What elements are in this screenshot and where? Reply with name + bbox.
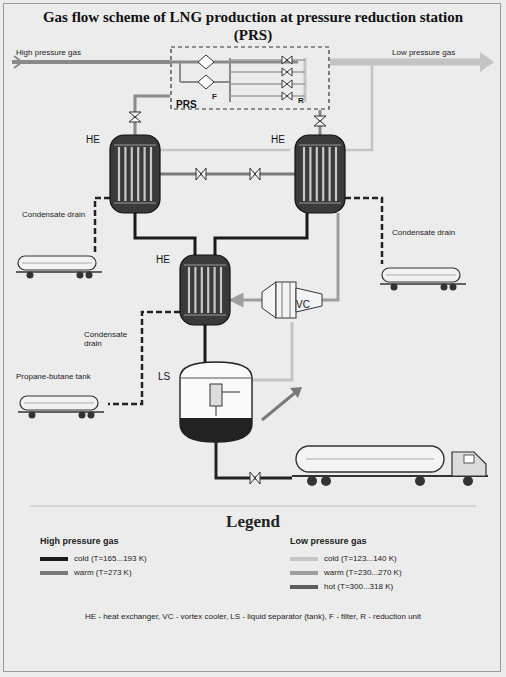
label: High pressure gas — [16, 48, 126, 57]
return-pipe — [345, 62, 372, 150]
pipe-connector — [230, 299, 262, 302]
lng-truck — [292, 446, 488, 486]
legend-row: cold (T=123...140 K) — [290, 554, 397, 563]
label: Condensate drain — [22, 210, 88, 219]
node-label: HE — [156, 254, 170, 265]
node-label: HE — [86, 134, 100, 145]
legend-divider — [30, 506, 476, 507]
drain-line — [345, 198, 382, 264]
vortex-cooler: VC — [262, 278, 322, 322]
valve — [129, 112, 141, 122]
valve — [250, 472, 260, 484]
flow-arrow — [14, 56, 22, 68]
pressure-reduction-station: PRS — [170, 46, 330, 110]
diagram-title: Gas flow scheme of LNG production at pre… — [40, 8, 466, 44]
liquid-separator: LS — [180, 362, 252, 442]
label: Low pressure gas — [290, 536, 440, 546]
node-label: HE — [271, 134, 285, 145]
high-pressure-pipe — [12, 60, 170, 64]
legend-text: warm (T=230...270 K) — [324, 568, 402, 577]
legend-text: cold (T=123...140 K) — [324, 554, 397, 563]
vortex-cooler-outline — [262, 278, 322, 322]
pipe-connector — [215, 213, 307, 255]
condensate-tank-trailer — [380, 268, 466, 291]
label: R — [298, 96, 308, 105]
label: Low pressure gas — [392, 48, 492, 57]
legend-row: warm (T=273 K) — [40, 568, 132, 577]
valve — [314, 116, 326, 126]
lng-pipe — [216, 442, 292, 478]
heat-exchanger: HE — [295, 135, 345, 213]
flow-arrow — [290, 387, 302, 398]
pipe-connector — [135, 96, 170, 135]
pipe-connector — [204, 325, 207, 362]
legend-swatch — [290, 571, 318, 575]
legend-text: cold (T=165...193 K) — [74, 554, 147, 563]
low-pressure-pipe — [330, 59, 486, 66]
pipe-connector — [322, 213, 338, 300]
heat-exchanger-outline — [295, 135, 345, 213]
heat-exchanger-outline — [110, 135, 160, 213]
valve — [196, 168, 206, 180]
label: Condensate drain — [84, 330, 136, 348]
valve — [250, 168, 260, 180]
footnote: HE - heat exchanger, VC - vortex cooler,… — [36, 612, 470, 621]
propane-butane-trailer — [18, 396, 104, 419]
legend-swatch — [40, 557, 68, 561]
heat-exchanger: HE — [110, 135, 160, 213]
node-label: PRS — [176, 99, 197, 110]
legend-text: warm (T=273 K) — [74, 568, 132, 577]
legend-row: hot (T=300...318 K) — [290, 582, 393, 591]
flow-arrow — [480, 52, 494, 72]
legend-title: Legend — [153, 512, 353, 532]
return-pipe — [160, 149, 290, 152]
legend-swatch — [290, 585, 318, 589]
legend-text: hot (T=300...318 K) — [324, 582, 393, 591]
legend-swatch — [40, 571, 68, 575]
drain-line — [108, 312, 180, 404]
legend-swatch — [290, 557, 318, 561]
heat-exchanger: HE — [180, 255, 230, 325]
condensate-tank-trailer — [16, 256, 102, 279]
pipe-connector — [135, 213, 195, 255]
label: F — [212, 92, 222, 101]
node-label: LS — [158, 371, 170, 382]
label: Propane-butane tank — [16, 372, 116, 381]
drain-line — [95, 198, 110, 252]
liquid-separator-outline — [180, 362, 252, 442]
pipe-connector — [160, 173, 295, 176]
legend-row: cold (T=165...193 K) — [40, 554, 147, 563]
node-label: VC — [296, 299, 310, 310]
label: Condensate drain — [392, 228, 472, 237]
legend-row: warm (T=230...270 K) — [290, 568, 402, 577]
pipe-connector — [252, 322, 292, 380]
label: High pressure gas — [40, 536, 190, 546]
flow-arrow — [262, 392, 296, 420]
heat-exchanger-outline — [180, 255, 230, 325]
